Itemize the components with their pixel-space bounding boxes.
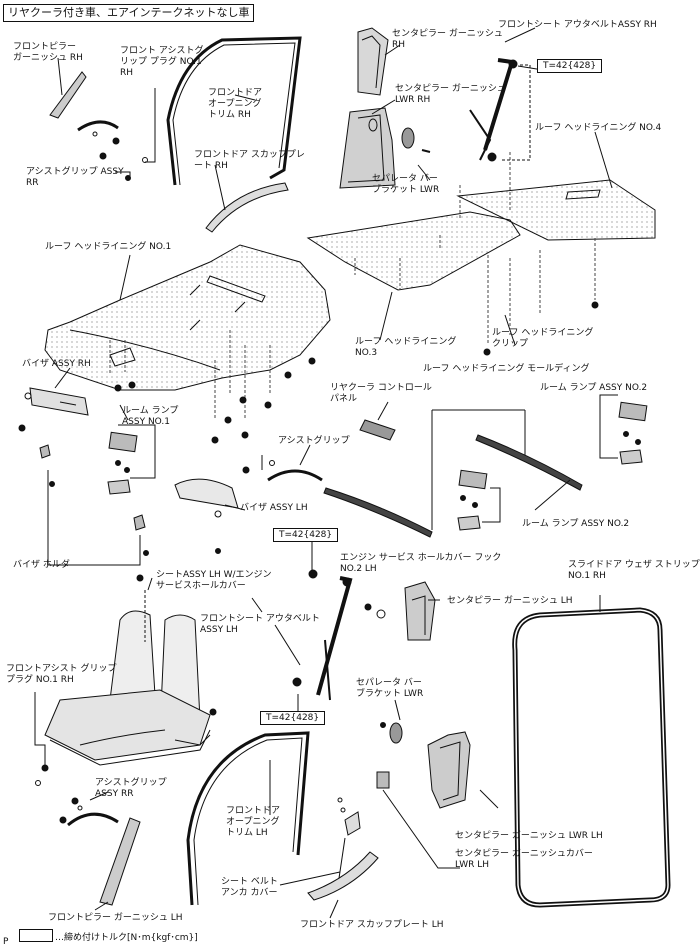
label-separator-bracket-rh: セパレータ バー ブラケット LWR — [372, 174, 440, 195]
label-seat-belt-anchor-cover: シート ベルト アンカ カバー — [221, 877, 278, 898]
front-door-scuff-lh-part — [307, 851, 379, 901]
label-front-seat-belt-lh: フロントシート アウタベルト ASSY LH — [200, 614, 320, 635]
center-pillar-garnish-lwr-rh-part — [339, 107, 396, 189]
seat-belt-anchor-cover-part — [337, 797, 361, 886]
label-room-lamp-no2-mid: ルーム ランプ ASSY NO.2 — [522, 519, 630, 529]
torque-label-rh-belt: T=42{428} — [537, 59, 603, 73]
torque-legend-box — [19, 929, 53, 942]
center-pillar-garnish-rh-part — [357, 27, 389, 96]
roof-headlining-molding-lower-part — [323, 487, 433, 538]
label-visor-holder: バイザ ホルダ — [13, 560, 70, 570]
label-roof-headlining-no4: ルーフ ヘッドライニング NO.4 — [535, 123, 662, 133]
label-rear-cooler-panel: リヤクーラ コントロール パネル — [330, 383, 432, 404]
torque-label-lh-belt-upper: T=42{428} — [273, 528, 339, 542]
label-assist-grip-plug-lh: フロントアシスト グリップ プラグ NO.1 RH — [6, 664, 117, 685]
label-roof-headlining-no1: ルーフ ヘッドライニング NO.1 — [45, 242, 172, 252]
visor-rh-part — [18, 387, 89, 432]
label-visor-rh: バイザ ASSY RH — [22, 359, 91, 369]
label-front-seat-belt-rh: フロントシート アウタベルトASSY RH — [498, 20, 657, 30]
label-front-door-scuff-rh: フロントドア スカッフプレ ート RH — [194, 150, 305, 171]
label-front-pillar-lh: フロントピラー ガーニッシュ LH — [48, 913, 183, 923]
label-center-pillar-rh: センタピラー ガーニッシュ RH — [392, 29, 503, 50]
seat-assy-lh-part — [44, 574, 217, 766]
corner-mark: P — [3, 937, 9, 947]
visor-lh-part — [174, 478, 239, 554]
assist-grip-rr-low-part — [59, 797, 119, 827]
label-assist-grip-rr-top: アシストグリップ ASSY RR — [26, 167, 124, 188]
label-room-lamp-no1: ルーム ランプ ASSY NO.1 — [122, 406, 179, 427]
label-roof-headlining-no3: ルーフ ヘッドライニング NO.3 — [355, 337, 457, 358]
front-door-scuff-rh-part — [205, 182, 289, 233]
label-visor-lh: バイザ ASSY LH — [240, 503, 308, 513]
torque-legend-text: …締め付けトルク[N･m{kgf･cm}] — [55, 933, 198, 943]
room-lamp-no1-part — [107, 424, 156, 495]
label-seat-assy-lh: シートASSY LH W/エンジン サービスホールカバー — [156, 570, 272, 591]
label-front-door-opening-trim-lh: フロントドア オープニング トリム LH — [226, 806, 281, 838]
front-door-opening-trim-rh-part — [166, 36, 302, 186]
roof-headlining-no3-part — [306, 211, 521, 291]
front-pillar-garnish-lh-part — [99, 817, 141, 906]
label-engine-service-hook: エンジン サービス ホールカバー フック NO.2 LH — [340, 553, 502, 574]
label-assist-grip-rr-low: アシストグリップ ASSY RR — [95, 778, 167, 799]
label-front-pillar-rh: フロントピラー ガーニッシュ RH — [13, 42, 83, 63]
assist-grip-mid-part — [242, 455, 323, 482]
label-separator-bracket-lh: セパレータ バー ブラケット LWR — [356, 678, 424, 699]
label-room-lamp-no2-top: ルーム ランプ ASSY NO.2 — [540, 383, 648, 393]
rear-cooler-panel-part — [359, 419, 396, 441]
center-pillar-garnish-cover-part — [376, 771, 460, 869]
front-door-opening-trim-lh-part — [186, 731, 310, 906]
label-front-door-scuff-lh: フロントドア スカッフプレート LH — [300, 920, 444, 930]
label-center-pillar-cover-lwr-lh: センタピラー ガーニッシュカバー LWR LH — [455, 849, 593, 870]
label-roof-headlining-clip: ルーフ ヘッドライニング クリップ — [492, 328, 594, 349]
label-roof-headlining-molding: ルーフ ヘッドライニング モールディング — [423, 364, 590, 374]
room-lamp-no2-mid-part — [457, 469, 501, 531]
center-pillar-garnish-lh-part — [404, 581, 436, 641]
center-pillar-garnish-lwr-lh-part — [427, 731, 499, 809]
label-assist-grip-mid: アシストグリップ — [278, 436, 350, 446]
label-assist-grip-plug-rh: フロント アシストグ リップ プラグ NO.1 RH — [120, 46, 204, 78]
label-front-door-opening-trim-rh: フロントドア オープニング トリム RH — [208, 88, 263, 120]
front-pillar-garnish-rh-part — [49, 71, 87, 119]
front-seat-belt-lh-part — [316, 576, 386, 701]
roof-headlining-no4-part — [456, 179, 656, 241]
label-slide-door-weatherstrip: スライドドア ウェザ ストリップ NO.1 RH — [568, 560, 700, 581]
room-lamp-no2-upper-part — [599, 394, 648, 465]
visor-holder-part — [39, 444, 149, 566]
front-seat-belt-rh-part — [469, 58, 531, 162]
torque-label-lh-belt-lower: T=42{428} — [260, 711, 326, 725]
page-title: リヤクーラ付き車、エアインテークネットなし車 — [3, 4, 255, 22]
label-center-pillar-lwr-rh: センタピラー ガーニッシュ LWR RH — [395, 84, 506, 105]
separator-bracket-lh-part — [380, 722, 403, 744]
roof-headlining-molding-part — [475, 434, 583, 491]
roof-headlining-no1-part — [44, 244, 331, 391]
separator-bracket-rh-part — [401, 127, 431, 153]
label-center-pillar-lwr-lh: センタピラー ガーニッシュ LWR LH — [455, 831, 603, 841]
label-center-pillar-lh: センタピラー ガーニッシュ LH — [447, 596, 573, 606]
